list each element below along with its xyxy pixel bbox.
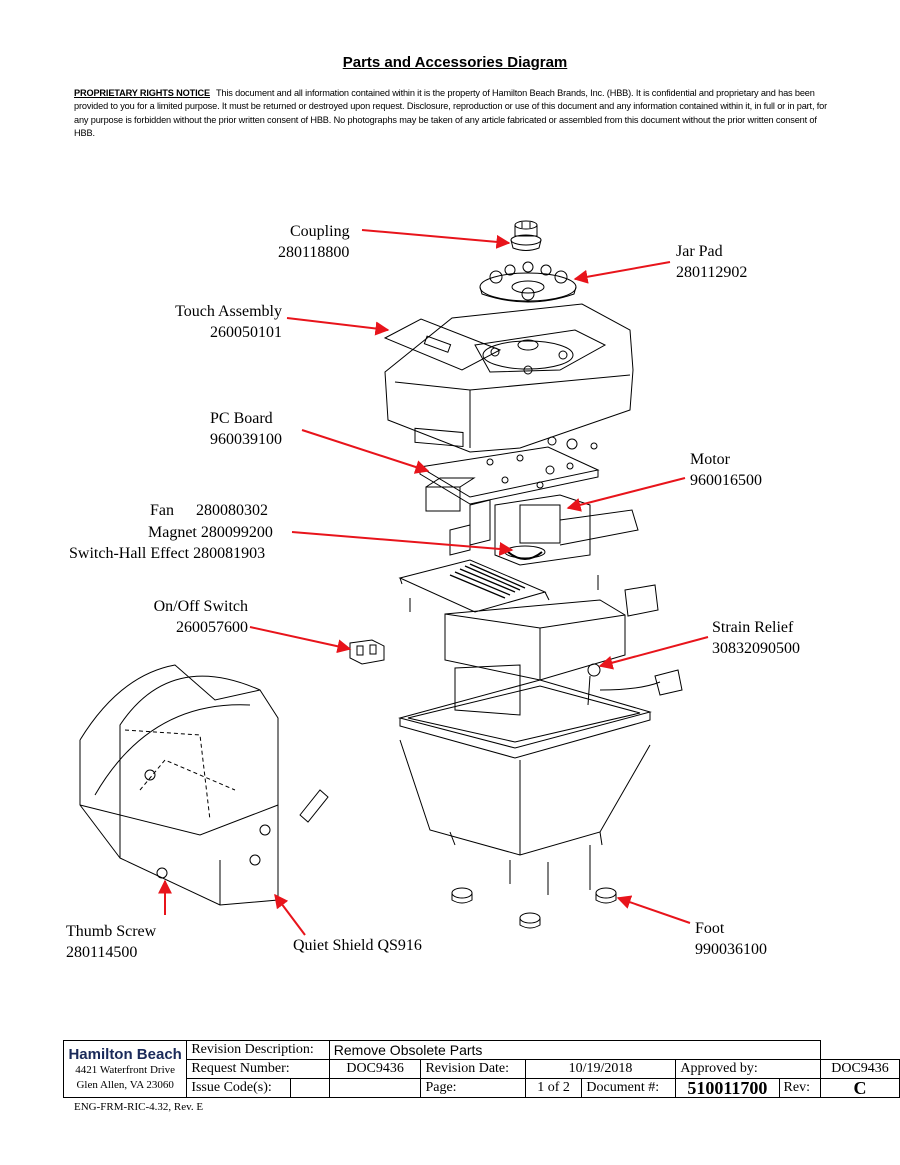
motor-part [449,494,639,566]
motor-label: Motor 960016500 [690,451,762,489]
issue-codes-spacer [328,1078,422,1098]
touch-assembly-label: Touch Assembly 260050101 [175,303,282,341]
pc-board-label: PC Board 960039100 [210,410,282,448]
revision-date-label: Revision Date: [420,1059,526,1079]
jar-pad-label: Jar Pad 280112902 [676,243,748,281]
jar-pad-part [479,261,577,303]
thumb-screw-label: Thumb Screw 280114500 [66,923,157,961]
company-address-2: Glen Allen, VA 23060 [76,1079,174,1091]
pc-board-part [418,446,600,512]
coupling-label: Coupling 280118800 [278,223,350,261]
touch-assembly-part [383,318,502,371]
quiet-shield-part [79,664,329,906]
document-label: Document #: [581,1078,677,1098]
quiet-shield-label: Quiet Shield QS916 [293,937,422,954]
company-logo: Hamilton Beach [68,1046,182,1063]
request-number-label: Request Number: [186,1059,330,1079]
onoff-switch-part [349,639,385,665]
rev-label: Rev: [778,1078,822,1098]
issue-codes-label: Issue Code(s): [186,1078,291,1098]
magnet-label: Magnet 280099200 [148,524,273,541]
approved-by-label: Approved by: [675,1059,822,1079]
form-footer: ENG-FRM-RIC-4.32, Rev. E [74,1101,204,1113]
page-title: Parts and Accessories Diagram [342,54,568,71]
foot-label: Foot 990036100 [695,920,767,958]
board-screws [547,436,598,450]
page-value: 1 of 2 [524,1078,583,1098]
approved-by-value: DOC9436 [820,1059,900,1079]
revision-date-value: 10/19/2018 [524,1059,677,1079]
title-block: Hamilton Beach 4421 Waterfront Drive Gle… [62,1040,900,1098]
upper-housing [384,303,634,453]
motor-housing-block [409,575,659,681]
strain-relief-part [587,663,683,706]
company-cell: Hamilton Beach 4421 Waterfront Drive Gle… [62,1040,188,1098]
page-label: Page: [420,1078,526,1098]
strain-relief-label: Strain Relief 30832090500 [712,619,800,657]
leader-arrows [158,229,709,936]
fan-plate-part [398,559,550,613]
feet-parts [451,845,617,929]
company-address-1: 4421 Waterfront Drive [75,1064,176,1076]
onoff-switch-label: On/Off Switch 260057600 [153,598,248,636]
request-number-value: DOC9436 [328,1059,422,1079]
coupling-part [510,220,542,251]
notice-text: This document and all information contai… [74,88,828,139]
document-value: 510011700 [675,1078,780,1098]
rev-value: C [820,1078,900,1098]
notice-heading: PROPRIETARY RIGHTS NOTICE [74,88,210,98]
issue-codes-value [289,1078,330,1098]
hall-switch-label: Switch-Hall Effect 280081903 [69,545,266,562]
base-tray [398,664,652,856]
revision-description-label: Revision Description: [186,1040,330,1060]
revision-description-value: Remove Obsolete Parts [328,1040,822,1060]
